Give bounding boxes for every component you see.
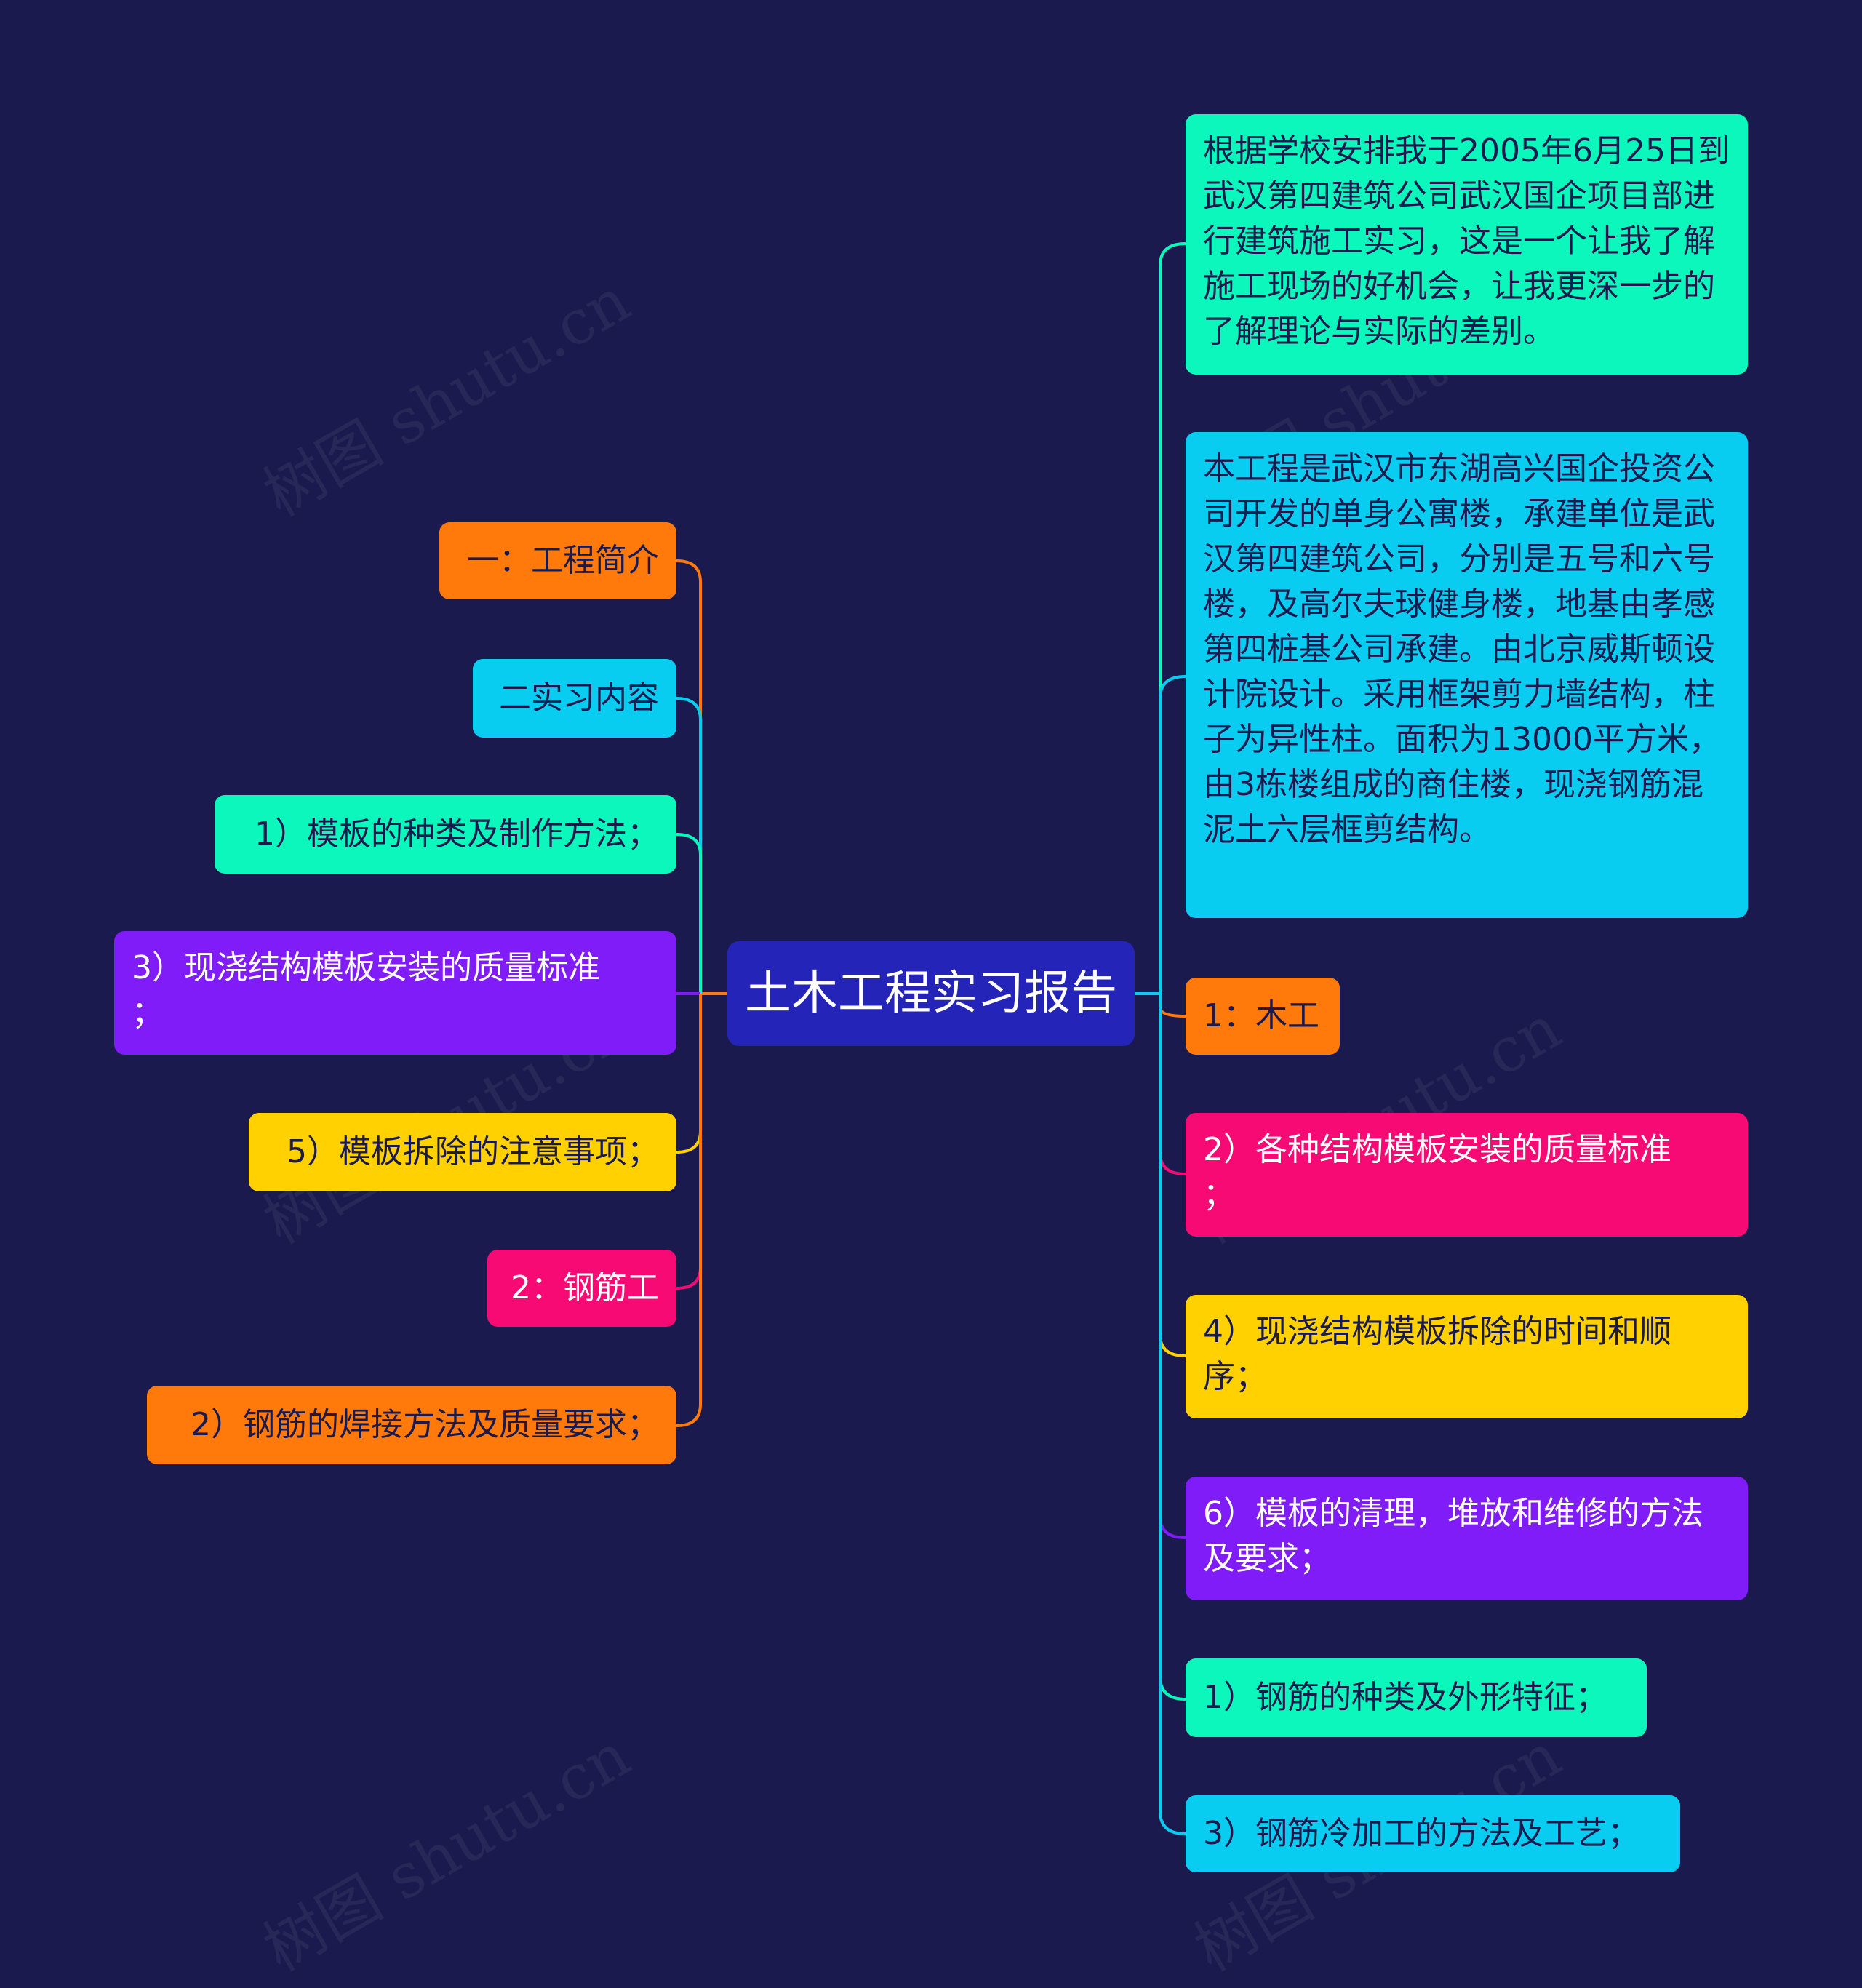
topic-rebar-welding[interactable]: 2）钢筋的焊接方法及质量要求； <box>147 1386 676 1464</box>
watermark: 树图 shutu.cn <box>252 264 642 530</box>
topic-rebar-cold-processing[interactable]: 3）钢筋冷加工的方法及工艺； <box>1186 1795 1680 1872</box>
topic-cast-formwork-quality[interactable]: 3）现浇结构模板安装的质量标准 ； <box>114 931 676 1055</box>
topic-formwork-install-quality[interactable]: 2）各种结构模板安装的质量标准 ； <box>1186 1113 1748 1237</box>
watermark: 树图 shutu.cn <box>252 1719 642 1985</box>
topic-formwork-types[interactable]: 1）模板的种类及制作方法； <box>215 795 676 874</box>
topic-rebar-types[interactable]: 1）钢筋的种类及外形特征； <box>1186 1658 1647 1737</box>
topic-project-overview[interactable]: 本工程是武汉市东湖高兴国企投资公司开发的单身公寓楼，承建单位是武汉第四建筑公司，… <box>1186 432 1748 918</box>
topic-rebar-work[interactable]: 2：钢筋工 <box>487 1250 676 1327</box>
root-topic[interactable]: 土木工程实习报告 <box>727 941 1135 1046</box>
topic-carpentry[interactable]: 1：木工 <box>1186 978 1340 1055</box>
topic-formwork-removal-notes[interactable]: 5）模板拆除的注意事项； <box>249 1113 676 1191</box>
topic-formwork-removal-time[interactable]: 4）现浇结构模板拆除的时间和顺序； <box>1186 1295 1748 1418</box>
topic-engineering-intro[interactable]: 一：工程简介 <box>439 522 676 599</box>
topic-formwork-maintenance[interactable]: 6）模板的清理，堆放和维修的方法及要求； <box>1186 1477 1748 1600</box>
topic-internship-arrangement[interactable]: 根据学校安排我于2005年6月25日到武汉第四建筑公司武汉国企项目部进行建筑施工… <box>1186 114 1748 375</box>
topic-internship-content[interactable]: 二实习内容 <box>473 659 676 738</box>
